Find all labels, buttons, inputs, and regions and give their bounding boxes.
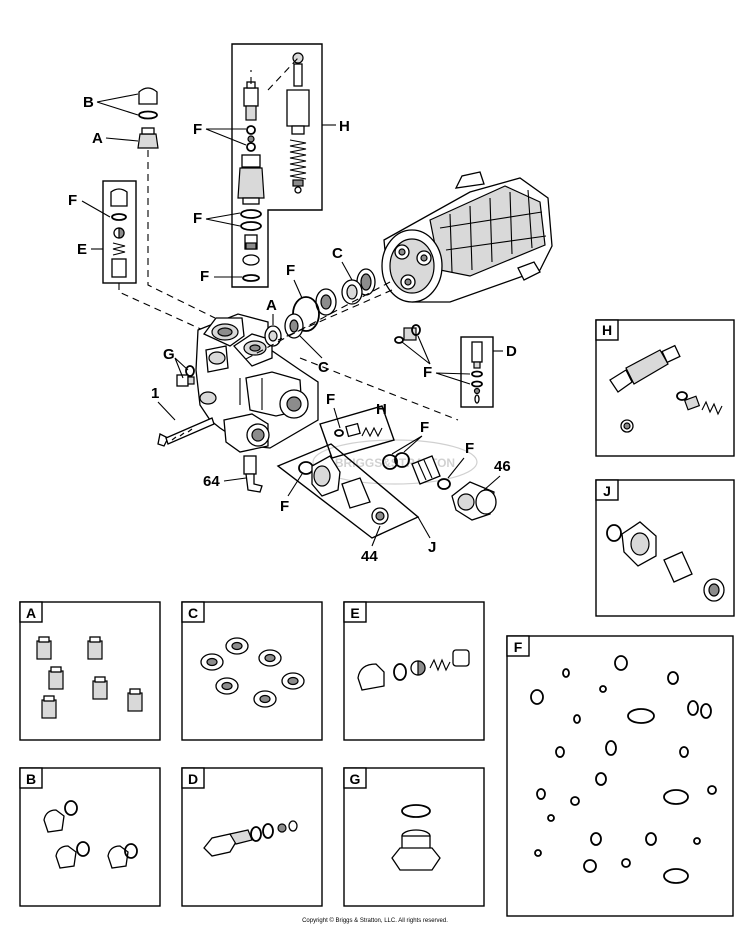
kit-panel-f: F [506, 635, 734, 917]
kit-b-plug-2 [55, 841, 90, 869]
callout-f-right-2: F [465, 440, 474, 457]
callout-f-mid: F [286, 262, 295, 279]
kit-e-callout-box [102, 180, 137, 284]
callout-f-d: F [423, 364, 432, 381]
callout-b-top: B [83, 94, 94, 111]
unloader-spring-part [289, 139, 307, 194]
pump-crankcase-part [381, 171, 553, 303]
kit-c-seal-1 [225, 637, 249, 655]
seal-stack-lower [264, 313, 304, 347]
kit-c-seal-6 [253, 690, 277, 708]
kit-a-valve-5 [41, 695, 57, 719]
svg-text:E: E [350, 605, 359, 621]
kit-panel-a: A [19, 601, 161, 741]
callout-f-j: F [280, 498, 289, 515]
callout-d: D [506, 343, 517, 360]
kit-panel-d: D [181, 767, 323, 907]
kit-panel-b: B [19, 767, 161, 907]
unloader-cap-part [286, 52, 310, 135]
callout-1: 1 [151, 385, 159, 402]
kit-a-valve-1 [36, 636, 52, 660]
svg-text:H: H [602, 322, 612, 338]
callout-f-unloader-2: F [193, 210, 202, 227]
callout-a-top: A [92, 130, 103, 147]
outlet-parts [382, 452, 497, 521]
kit-j-callout-box [276, 443, 420, 539]
svg-text:J: J [603, 483, 611, 499]
callout-f-left: F [68, 192, 77, 209]
callout-46: 46 [494, 458, 511, 475]
pump-manifold-part [195, 313, 319, 453]
callout-f-h: F [326, 391, 335, 408]
kit-b-plug-1 [43, 800, 78, 833]
svg-text:B: B [26, 771, 36, 787]
callout-f-unloader-3: F [200, 268, 209, 285]
kit-a-valve-2 [87, 636, 103, 660]
svg-text:A: A [26, 605, 36, 621]
plug-d-parts [394, 324, 421, 344]
callout-44: 44 [361, 548, 378, 565]
fitting-64-part [243, 455, 263, 493]
kit-a-valve-6 [127, 688, 143, 712]
kit-panel-h: H [595, 319, 735, 457]
svg-text:D: D [188, 771, 198, 787]
fitting-46-part [451, 481, 497, 521]
seal-stack-upper [292, 268, 376, 332]
svg-text:C: C [188, 605, 198, 621]
callout-64: 64 [203, 473, 220, 490]
kit-c-seal-3 [258, 649, 282, 667]
svg-text:F: F [514, 639, 523, 655]
kit-panel-g: G [343, 767, 485, 907]
kit-c-seal-4 [215, 677, 239, 695]
callout-h-mid: H [376, 401, 387, 418]
callout-a-mid: A [266, 297, 277, 314]
unloader-seat-part [237, 154, 265, 205]
kit-a-valve-3 [48, 666, 64, 690]
copyright-text: Copyright © Briggs & Stratton, LLC. All … [302, 917, 448, 924]
callout-f-unloader-1: F [193, 121, 202, 138]
svg-text:G: G [350, 771, 361, 787]
callout-h-top: H [339, 118, 350, 135]
unloader-assembly-box [231, 43, 323, 288]
kit-c-seal-5 [281, 672, 305, 690]
kit-a-valve-4 [92, 676, 108, 700]
kit-h-valve-part [609, 344, 681, 393]
kit-h-small-callout-box [319, 405, 395, 459]
callout-f-right-1: F [420, 419, 429, 436]
plug-g-part [176, 365, 195, 387]
callout-g: G [163, 346, 175, 363]
kit-c-seal-2 [200, 653, 224, 671]
kit-b-plug-3 [107, 843, 138, 869]
callout-c-upper: C [332, 245, 343, 262]
kit-panel-e: E [343, 601, 485, 741]
kit-panel-c: C [181, 601, 323, 741]
callout-j: J [428, 539, 436, 556]
valve-a-part [137, 127, 159, 149]
unloader-stem-part [243, 81, 259, 121]
callout-e-left: E [77, 241, 87, 258]
bolt-1-part [157, 417, 215, 447]
kit-panel-j: J [595, 479, 735, 617]
plug-b-part [138, 87, 158, 120]
kit-d-callout-box [460, 336, 494, 408]
